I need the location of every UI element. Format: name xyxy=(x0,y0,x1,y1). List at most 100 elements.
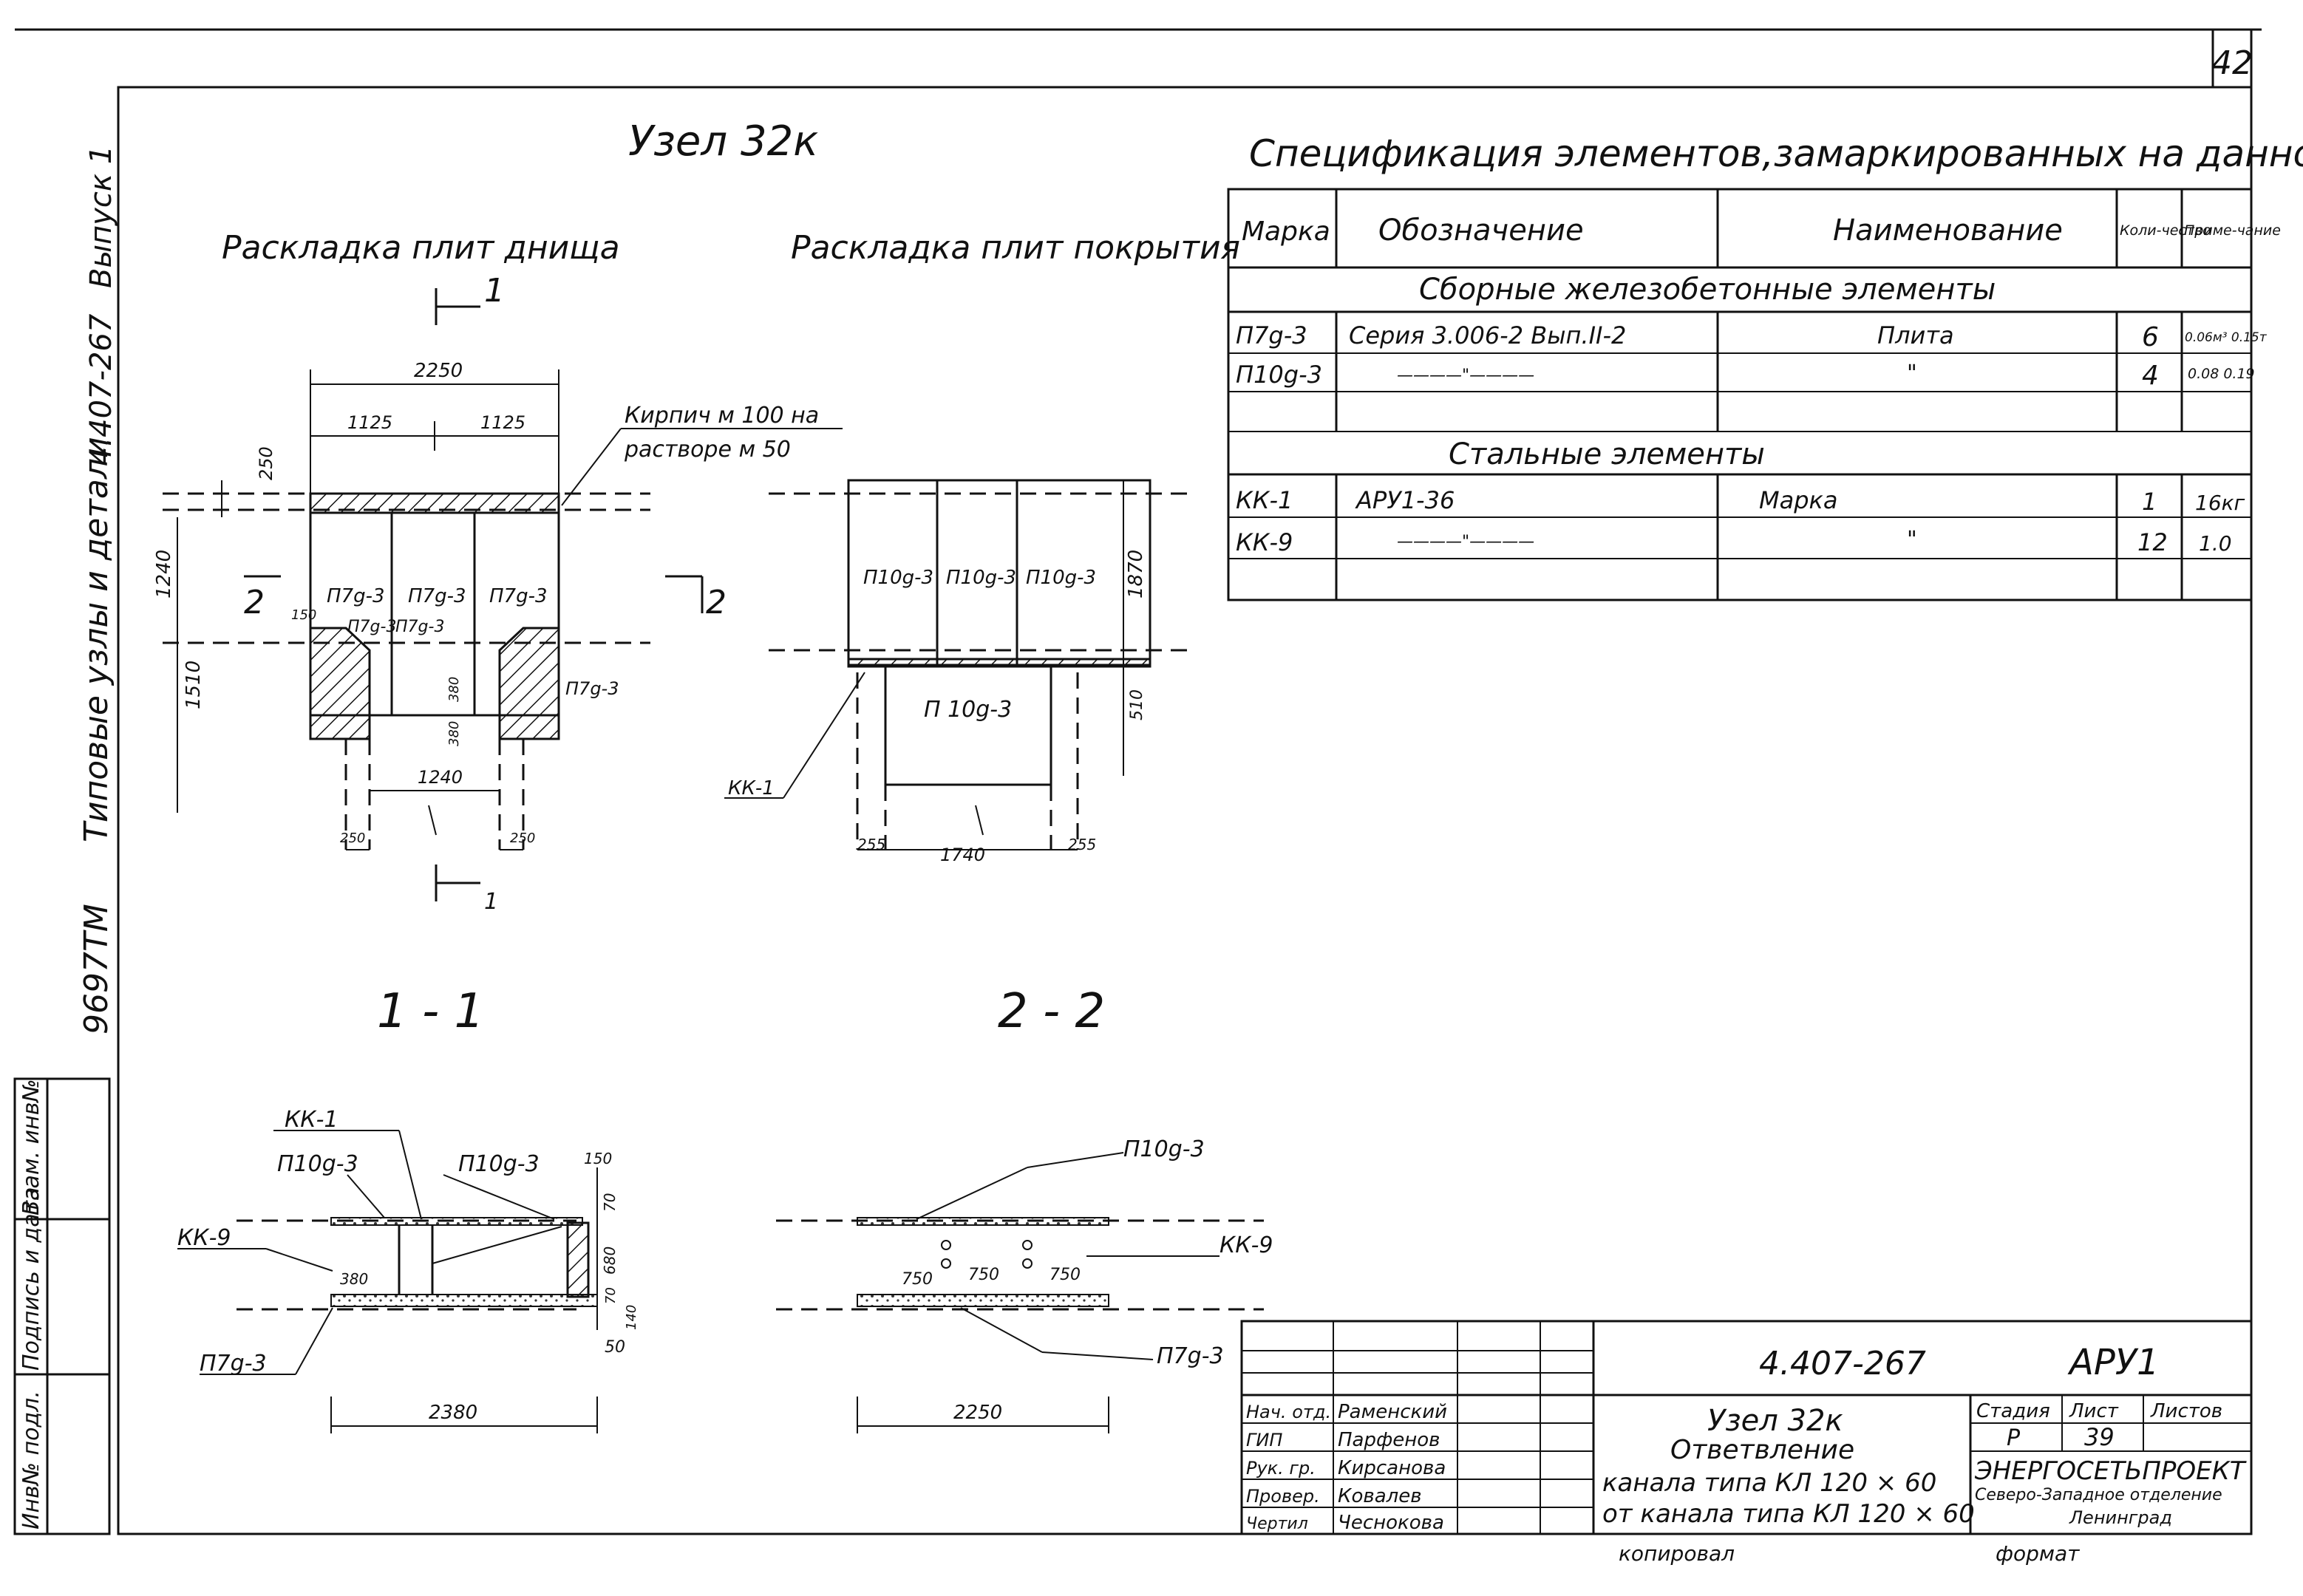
name-4: Ковалев xyxy=(1338,1485,1422,1507)
s11-dim-70b: 70 xyxy=(603,1287,619,1304)
spec-group-2: Стальные элементы xyxy=(1449,437,1765,471)
top-p10c: П10g-3 xyxy=(1026,567,1096,589)
stage-value: Р xyxy=(2007,1425,2021,1451)
spec-group-1: Сборные железобетонные элементы xyxy=(1419,273,1996,307)
role-4: Провер. xyxy=(1246,1486,1320,1507)
margin-code: 9697ТМ xyxy=(78,904,115,1034)
dim-255b: 255 xyxy=(1068,836,1096,853)
section11-view: КК-1 П10g-3 П10g-3 КК-9 П7g-3 150 70 680… xyxy=(177,1107,639,1433)
stamp-inv: Инв№ подл. xyxy=(18,1391,44,1530)
role-5: Чертил xyxy=(1246,1515,1308,1533)
spec-r1-note: 0.06м³ 0.15т xyxy=(2185,330,2268,345)
bottom-p7d: П7g-3 xyxy=(347,618,396,636)
spec-r1-qty: 6 xyxy=(2142,322,2159,352)
spec-r3-mark: КК-1 xyxy=(1236,486,1293,514)
margin-series: 4.407-267 xyxy=(84,313,118,466)
s11-dim-680: 680 xyxy=(601,1247,619,1275)
bottom-p7b: П7g-3 xyxy=(408,585,466,607)
dim-510: 510 xyxy=(1128,689,1146,720)
spec-r3-qty: 1 xyxy=(2142,488,2157,516)
spec-r3-note: 16кг xyxy=(2195,491,2245,515)
s11-p10b: П10g-3 xyxy=(458,1151,540,1177)
s11-dim-140: 140 xyxy=(624,1305,639,1330)
brick-note-1: Кирпич м 100 на xyxy=(625,403,819,429)
bottom-cut2-left: 2 xyxy=(244,584,265,621)
spec-r1-name: Плита xyxy=(1877,321,1954,349)
name-5: Чеснокова xyxy=(1338,1512,1444,1534)
bottom-cut1-top: 1 xyxy=(484,272,505,310)
sheet-frame: 42 xyxy=(15,28,2262,1535)
section11-title: 1 - 1 xyxy=(377,984,484,1039)
top-p10a: П10g-3 xyxy=(863,567,933,589)
section22-view: П10g-3 КК-9 П7g-3 750 750 750 2250 xyxy=(776,1136,1273,1433)
org-name: ЭНЕРГОСЕТЬПРОЕКТ xyxy=(1974,1456,2247,1486)
name-2: Парфенов xyxy=(1338,1429,1440,1451)
format-label: формат xyxy=(1996,1541,2080,1566)
org-branch: Северо-Западное отделение xyxy=(1975,1486,2222,1504)
spec-h-note: Приме-чание xyxy=(2184,222,2281,239)
s22-dim-750b: 750 xyxy=(968,1266,999,1284)
top-plan-view: П10g-3 П10g-3 П10g-3 П 10g-3 1870 510 17… xyxy=(724,479,1190,865)
bottom-p7f: П7g-3 xyxy=(565,678,619,699)
tb-title-3: канала типа КЛ 120 × 60 xyxy=(1602,1468,1936,1498)
s11-dim-70a: 70 xyxy=(601,1193,619,1212)
spec-r2-qty: 4 xyxy=(2142,361,2159,391)
sheets-label: Листов xyxy=(2150,1400,2222,1422)
margin-issue: Выпуск 1 xyxy=(84,146,118,288)
dim-250b: 250 xyxy=(510,831,535,846)
top-kk1: КК-1 xyxy=(728,777,775,799)
s11-kk9: КК-9 xyxy=(177,1225,231,1251)
spec-h-designation: Обозначение xyxy=(1378,214,1584,248)
spec-r2-note: 0.08 0.19 xyxy=(2188,366,2255,382)
stamp-sign: Подпись и дата xyxy=(18,1187,44,1371)
s11-kk1: КК-1 xyxy=(285,1107,339,1133)
margin-title: Типовые узлы и детали xyxy=(78,437,115,842)
name-1: Раменский xyxy=(1338,1401,1447,1423)
spec-r4-note: 1.0 xyxy=(2199,531,2232,556)
s22-dim-750a: 750 xyxy=(902,1270,933,1289)
stage-label: Стадия xyxy=(1976,1400,2050,1422)
sheet-number: 42 xyxy=(2211,44,2253,82)
top-p10b: П10g-3 xyxy=(946,567,1016,589)
top-p10d: П 10g-3 xyxy=(924,697,1012,723)
title-block: 4.407-267 АРУ1 Нач. отд. ГИП Рук. гр. Пр… xyxy=(1240,1320,2253,1566)
role-1: Нач. отд. xyxy=(1246,1402,1331,1422)
spec-r1-designation: Серия 3.006-2 Вып.II-2 xyxy=(1349,321,1626,349)
stamp-replace: Взам. инв№ xyxy=(18,1079,44,1215)
bottom-p7a: П7g-3 xyxy=(327,585,385,607)
tb-title-2: Ответвление xyxy=(1670,1435,1854,1465)
s11-dim-150: 150 xyxy=(584,1150,612,1167)
bottom-plan-view: 1 1 2 2 Кирпич м 100 на растворе м 50 22… xyxy=(153,272,843,915)
s11-p10a: П10g-3 xyxy=(277,1151,358,1177)
dim-2250: 2250 xyxy=(414,360,463,382)
name-3: Кирсанова xyxy=(1338,1457,1446,1479)
spec-r4-designation: ————"———— xyxy=(1397,533,1534,551)
spec-title: Спецификация элементов,замаркированных н… xyxy=(1249,132,2303,175)
node-title: Узел 32к xyxy=(628,117,818,166)
tb-title-1: Узел 32к xyxy=(1707,1404,1843,1438)
spec-r3-designation: АРУ1-36 xyxy=(1355,486,1455,514)
bottom-cut1-bottom: 1 xyxy=(484,889,498,915)
sheet-label: Лист xyxy=(2069,1400,2119,1422)
copied-label: копировал xyxy=(1619,1541,1735,1566)
role-2: ГИП xyxy=(1246,1430,1282,1450)
doc-number: 4.407-267 xyxy=(1759,1345,1926,1382)
bottom-plan-title: Раскладка плит днища xyxy=(222,229,620,267)
spec-r2-designation: ————"———— xyxy=(1397,366,1534,385)
dim-250: 250 xyxy=(256,446,276,480)
left-margin: 4.407-267 Выпуск 1 Типовые узлы и детали… xyxy=(13,146,118,1535)
org-city: Ленинград xyxy=(2069,1507,2172,1528)
dim-1510: 1510 xyxy=(183,661,205,709)
brick-note-2: растворе м 50 xyxy=(624,437,791,463)
spec-h-qty: Коли-чество xyxy=(2120,222,2211,239)
sheet-value: 39 xyxy=(2084,1423,2115,1451)
spec-r4-name: " xyxy=(1907,527,1917,553)
bottom-p7c: П7g-3 xyxy=(489,585,548,607)
s22-p10: П10g-3 xyxy=(1123,1136,1205,1162)
dim-250a: 250 xyxy=(340,831,365,846)
dim-1870: 1870 xyxy=(1125,550,1147,598)
spec-r4-qty: 12 xyxy=(2137,528,2168,556)
bottom-cut2-right: 2 xyxy=(706,584,727,621)
spec-r3-name: Марка xyxy=(1759,486,1837,514)
